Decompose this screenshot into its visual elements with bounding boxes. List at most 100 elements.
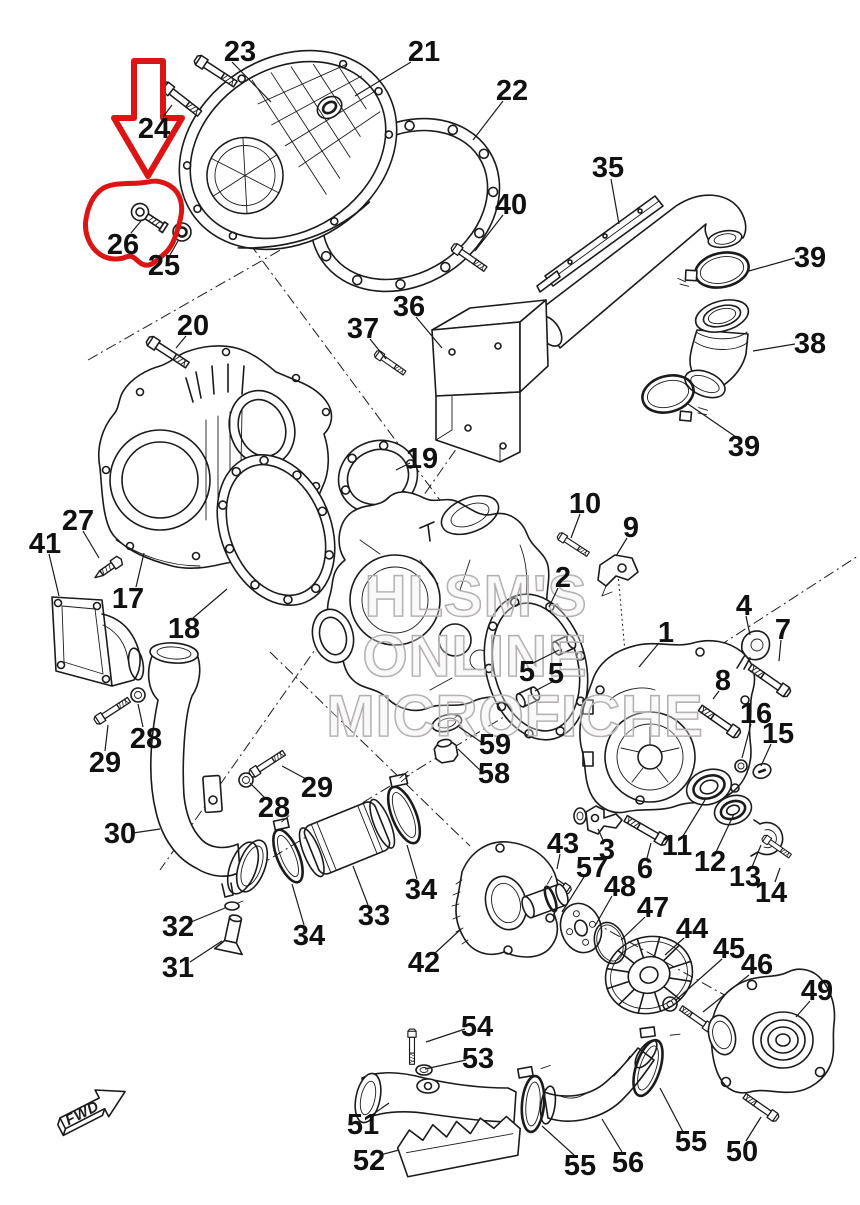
part-label-12: 12 [694,846,726,878]
leader-line-20 [175,335,187,349]
part-30-air-duct-joint [147,642,269,898]
part-label-1: 1 [658,617,674,649]
part-55-clamp [632,1026,681,1098]
part-label-42: 42 [408,947,440,979]
part-label-28: 28 [258,792,290,824]
part-label-47: 47 [637,892,669,924]
part-44-impeller-fan [604,935,694,1015]
highlight-down-arrow-icon [111,58,185,179]
leader-line-55 [659,1087,684,1133]
part-38-elbow-joint [684,299,750,399]
watermark: HLSM'S ONLINE MICROFICHE [326,563,704,750]
part-3-bracket [573,805,623,835]
part-2-gasket [483,593,589,741]
leader-line-47 [620,916,646,941]
part-label-50: 50 [726,1136,758,1168]
part-55-clamp [516,1064,551,1134]
leader-line-29 [104,724,109,752]
part-51-air-duct [354,1071,517,1124]
part-label-38: 38 [794,328,826,360]
leader-line-55 [541,1125,575,1156]
leader-line-28 [249,782,267,800]
part-label-52: 52 [353,1145,385,1177]
part-label-34: 34 [293,920,325,952]
part-54-bolt [407,1028,417,1065]
leader-line-18 [192,588,228,619]
part-28-plug [130,687,146,703]
leader-line-50 [745,1116,762,1142]
part-21-crankcase-cover [178,49,398,251]
leader-line-16 [741,723,752,759]
part-label-45: 45 [713,933,745,965]
leader-line-10 [570,513,581,539]
leader-line-29 [281,765,309,781]
leader-line-52 [379,1149,400,1156]
fwd-label: FWD [62,1098,101,1129]
part-label-30: 30 [104,818,136,850]
leader-line-28 [137,703,144,728]
part-label-14: 14 [755,877,787,909]
part-9-bracket [597,554,639,597]
leader-line-43 [556,853,561,870]
part-label-53: 53 [462,1043,494,1075]
part-label-25: 25 [148,250,180,282]
part-label-2: 2 [555,562,571,594]
part-label-19: 19 [406,443,438,475]
leader-line-51 [371,1102,390,1116]
part-label-55: 55 [564,1150,596,1182]
part-label-29: 29 [301,772,333,804]
part-label-58: 58 [478,758,510,790]
part-label-36: 36 [393,291,425,323]
part-label-5: 5 [548,658,564,690]
leader-line-34 [291,883,305,926]
leader-line-39 [687,403,737,438]
part-label-51: 51 [347,1109,379,1141]
part-label-26: 26 [107,229,139,261]
part-label-18: 18 [168,613,200,645]
part-label-24: 24 [138,113,170,145]
leader-line-34 [406,844,418,880]
part-10-bolt [555,531,591,559]
part-11-bearing [685,768,733,806]
leader-line-40 [474,214,504,252]
part-label-40: 40 [495,189,527,221]
leader-line-9 [615,537,628,557]
part-label-33: 33 [358,900,390,932]
leader-line-57 [561,876,585,913]
leader-line-8 [712,690,720,700]
part-28-plug [238,772,254,788]
part-label-11: 11 [662,830,693,862]
part-32-clip [224,900,244,911]
part-label-3: 3 [599,834,615,866]
part-label-28: 28 [130,723,162,755]
part-13-retainer [750,819,784,857]
part-label-56: 56 [612,1147,644,1179]
leader-line-5 [534,681,553,692]
watermark-line-2: ONLINE [362,624,587,689]
leader-line-42 [433,928,462,955]
watermark-line-3: MICROFICHE [326,684,703,749]
fwd-direction-arrow: FWD [57,1089,126,1137]
part-42-pump-cover [451,841,560,958]
leader-line-15 [760,743,772,767]
part-label-6: 6 [637,853,653,885]
leader-line-12 [715,813,735,853]
leader-line-58 [457,748,484,774]
part-34-clamp [386,770,422,845]
leader-line-1 [638,642,660,668]
leader-line-25 [169,240,179,256]
part-52-seal-strip [396,1115,521,1178]
leader-line-5 [532,649,560,664]
leader-line-33 [352,865,369,906]
part-39-clamp-lower [641,374,709,422]
part-36-duct-bracket [431,299,549,463]
leader-line-6 [646,842,652,859]
part-37-bolt [372,348,408,377]
part-41-intake-joint [51,596,145,687]
leader-line-14 [774,867,781,883]
part-label-20: 20 [177,310,209,342]
part-label-15: 15 [762,718,794,750]
part-31-drain-tube [213,914,243,956]
leader-line-54 [425,1028,466,1043]
